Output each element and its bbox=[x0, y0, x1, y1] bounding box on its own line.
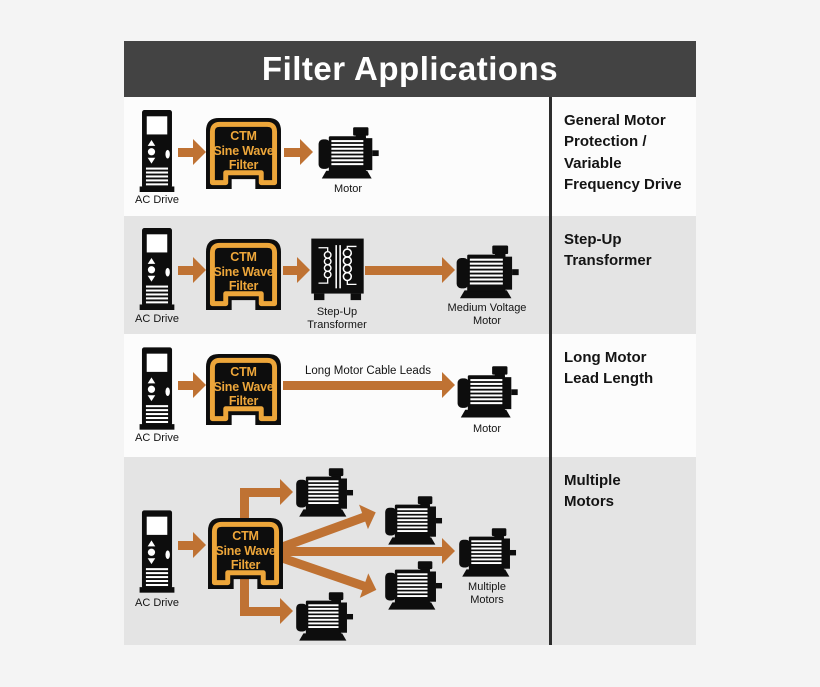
filter-label-line1: CTM bbox=[230, 129, 257, 143]
sine-wave-filter-box: CTM Sine Wave Filter bbox=[207, 517, 284, 590]
arrow-shaft bbox=[178, 380, 195, 390]
ac-drive-icon bbox=[138, 347, 176, 430]
motor-label: Motor bbox=[472, 423, 502, 435]
application-label: Long Motor Lead Length bbox=[564, 349, 654, 388]
flow-arrow bbox=[178, 532, 206, 558]
row-step-up-transformer: AC Drive CTM Sine Wave Filter Step-Up bbox=[124, 216, 696, 334]
filter-label-line1: CTM bbox=[230, 250, 257, 264]
page-title: Filter Applications bbox=[261, 50, 559, 87]
arrow-shaft bbox=[240, 606, 282, 616]
ac-drive-icon bbox=[138, 228, 176, 310]
arrow-head bbox=[359, 573, 381, 603]
filter-label-line3: Filter bbox=[228, 279, 259, 293]
motor-icon bbox=[455, 365, 519, 420]
arrow-shaft bbox=[284, 147, 302, 157]
filter-label-line3: Filter bbox=[228, 394, 259, 408]
arrow-head bbox=[280, 598, 293, 624]
ac-drive-label: AC Drive bbox=[134, 194, 179, 206]
medium-voltage-motor-icon bbox=[454, 244, 520, 301]
ac-drive-icon bbox=[138, 510, 176, 593]
flow-arrow bbox=[178, 372, 206, 398]
sine-wave-filter-box: CTM Sine Wave Filter bbox=[205, 238, 282, 311]
arrow-shaft bbox=[178, 265, 195, 275]
row-multiple-motors: AC Drive bbox=[124, 457, 696, 645]
motor-icon bbox=[316, 126, 380, 181]
cable-leads-label: Long Motor Cable Leads bbox=[305, 365, 431, 377]
arrow-shaft bbox=[178, 147, 195, 157]
flow-arrow bbox=[178, 257, 206, 283]
arrow-head bbox=[359, 500, 381, 530]
sine-wave-filter-box: CTM Sine Wave Filter bbox=[205, 117, 282, 190]
arrow-head bbox=[193, 257, 206, 283]
row4-diagram: AC Drive bbox=[124, 457, 549, 645]
application-label-column: Multiple Motors bbox=[549, 457, 693, 645]
flow-arrow bbox=[240, 598, 293, 624]
row-long-motor-lead: AC Drive CTM Sine Wave Filter Long Motor… bbox=[124, 334, 696, 457]
arrow-head bbox=[300, 139, 313, 165]
flow-arrow bbox=[284, 139, 313, 165]
transformer-icon bbox=[310, 237, 365, 303]
ac-drive-label: AC Drive bbox=[134, 432, 179, 444]
motor-icon bbox=[292, 591, 356, 643]
filter-label-line1: CTM bbox=[230, 365, 257, 379]
filter-label: CTM Sine Wave Filter bbox=[205, 129, 282, 173]
arrow-head bbox=[193, 372, 206, 398]
sine-wave-filter-box: CTM Sine Wave Filter bbox=[205, 353, 282, 426]
application-label-column: General Motor Protection / Variable Freq… bbox=[549, 97, 693, 216]
filter-label: CTM Sine Wave Filter bbox=[205, 365, 282, 409]
ac-drive-label: AC Drive bbox=[134, 597, 179, 609]
filter-label-line2: Sine Wave bbox=[213, 379, 274, 394]
transformer-label: Step-Up Transformer bbox=[307, 306, 367, 332]
motor-icon bbox=[381, 495, 445, 547]
filter-label: CTM Sine Wave Filter bbox=[205, 250, 282, 294]
flow-arrow bbox=[365, 257, 455, 283]
multiple-motors-label: Multiple Motors bbox=[468, 581, 506, 607]
ac-drive-label: AC Drive bbox=[134, 313, 179, 325]
motor-icon bbox=[292, 467, 356, 519]
application-label-column: Long Motor Lead Length bbox=[549, 334, 693, 457]
flow-arrow bbox=[283, 372, 455, 398]
flow-arrow bbox=[240, 479, 293, 505]
application-label: General Motor Protection / Variable Freq… bbox=[564, 112, 682, 193]
row-general-motor-protection: AC Drive CTM Sine Wave Filter Motor bbox=[124, 97, 696, 216]
arrow-head bbox=[442, 372, 455, 398]
arrow-head bbox=[297, 257, 310, 283]
arrow-head bbox=[280, 479, 293, 505]
application-label: Multiple Motors bbox=[564, 472, 621, 511]
arrow-shaft bbox=[365, 265, 444, 275]
arrow-shaft bbox=[278, 546, 444, 556]
arrow-head bbox=[193, 532, 206, 558]
flow-arrow bbox=[178, 139, 206, 165]
arrow-head bbox=[193, 139, 206, 165]
arrow-shaft bbox=[283, 265, 299, 275]
ac-drive-icon bbox=[138, 110, 176, 192]
flow-arrow bbox=[278, 538, 455, 564]
filter-label-line2: Sine Wave bbox=[213, 264, 274, 279]
filter-label-line3: Filter bbox=[230, 558, 261, 572]
arrow-shaft bbox=[283, 380, 444, 390]
filter-label-line3: Filter bbox=[228, 158, 259, 172]
application-label-column: Step-Up Transformer bbox=[549, 216, 693, 334]
diagram-panel: Filter Applications AC Drive CTM Sine Wa… bbox=[124, 41, 696, 645]
medium-voltage-motor-label: Medium Voltage Motor bbox=[447, 302, 527, 328]
row1-diagram: AC Drive CTM Sine Wave Filter Motor bbox=[124, 97, 549, 216]
row3-diagram: AC Drive CTM Sine Wave Filter Long Motor… bbox=[124, 334, 549, 457]
motor-label: Motor bbox=[333, 183, 363, 195]
flow-arrow bbox=[283, 257, 310, 283]
arrow-shaft bbox=[178, 540, 195, 550]
arrow-shaft bbox=[240, 487, 282, 497]
filter-label-line1: CTM bbox=[232, 529, 259, 543]
arrow-head bbox=[442, 257, 455, 283]
arrow-head bbox=[442, 538, 455, 564]
application-label: Step-Up Transformer bbox=[564, 231, 652, 270]
filter-label: CTM Sine Wave Filter bbox=[207, 529, 284, 573]
title-banner: Filter Applications bbox=[124, 41, 696, 97]
motor-icon bbox=[455, 527, 519, 579]
row2-diagram: AC Drive CTM Sine Wave Filter Step-Up bbox=[124, 216, 549, 334]
filter-label-line2: Sine Wave bbox=[215, 543, 276, 558]
filter-label-line2: Sine Wave bbox=[213, 143, 274, 158]
